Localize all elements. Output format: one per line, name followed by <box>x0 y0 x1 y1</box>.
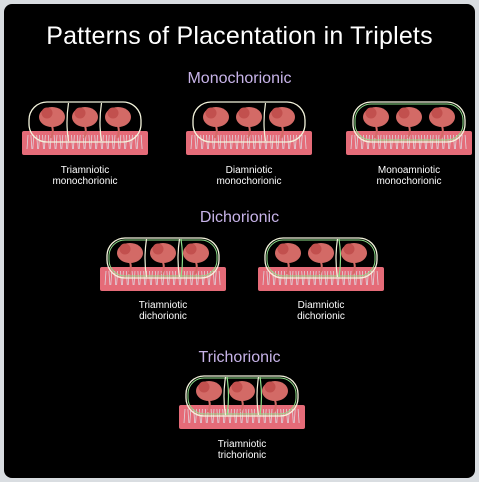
label-line-2: dichorionic <box>246 311 396 322</box>
label-line-1: Monoamniotic <box>334 165 475 176</box>
label-triamniotic-trichorionic: Triamniotic trichorionic <box>167 439 317 461</box>
label-line-2: monochorionic <box>174 176 324 187</box>
label-triamniotic-dichorionic: Triamniotic dichorionic <box>88 300 238 322</box>
placenta-diagram-triamniotic-monochorionic <box>20 97 150 159</box>
placenta-diagram-svg <box>256 233 386 295</box>
group-title-monochorionic: Monochorionic <box>4 70 475 88</box>
label-line-1: Triamniotic <box>10 165 160 176</box>
label-line-1: Triamniotic <box>167 439 317 450</box>
diagram-title: Patterns of Placentation in Triplets <box>4 22 475 51</box>
placenta-diagram-svg <box>344 97 474 159</box>
label-triamniotic-monochorionic: Triamniotic monochorionic <box>10 165 160 187</box>
placenta-diagram-triamniotic-dichorionic <box>98 233 228 295</box>
label-line-2: monochorionic <box>10 176 160 187</box>
label-line-2: trichorionic <box>167 450 317 461</box>
label-line-2: monochorionic <box>334 176 475 187</box>
label-line-1: Triamniotic <box>88 300 238 311</box>
diagram-frame: Patterns of Placentation in Triplets Mon… <box>4 4 475 478</box>
label-line-1: Diamniotic <box>174 165 324 176</box>
placenta-diagram-monoamniotic-monochorionic <box>344 97 474 159</box>
septa <box>264 103 266 141</box>
placenta-diagram-svg <box>20 97 150 159</box>
placenta-diagram-svg <box>177 371 307 433</box>
label-diamniotic-monochorionic: Diamniotic monochorionic <box>174 165 324 187</box>
label-monoamniotic-monochorionic: Monoamniotic monochorionic <box>334 165 475 187</box>
group-title-dichorionic: Dichorionic <box>4 209 475 227</box>
placenta-diagram-diamniotic-dichorionic <box>256 233 386 295</box>
label-line-2: dichorionic <box>88 311 238 322</box>
placenta-diagram-triamniotic-trichorionic <box>177 371 307 433</box>
placenta-diagram-svg <box>98 233 228 295</box>
label-diamniotic-dichorionic: Diamniotic dichorionic <box>246 300 396 322</box>
placenta-diagram-diamniotic-monochorionic <box>184 97 314 159</box>
label-line-1: Diamniotic <box>246 300 396 311</box>
placenta-diagram-svg <box>184 97 314 159</box>
group-title-trichorionic: Trichorionic <box>4 349 475 367</box>
